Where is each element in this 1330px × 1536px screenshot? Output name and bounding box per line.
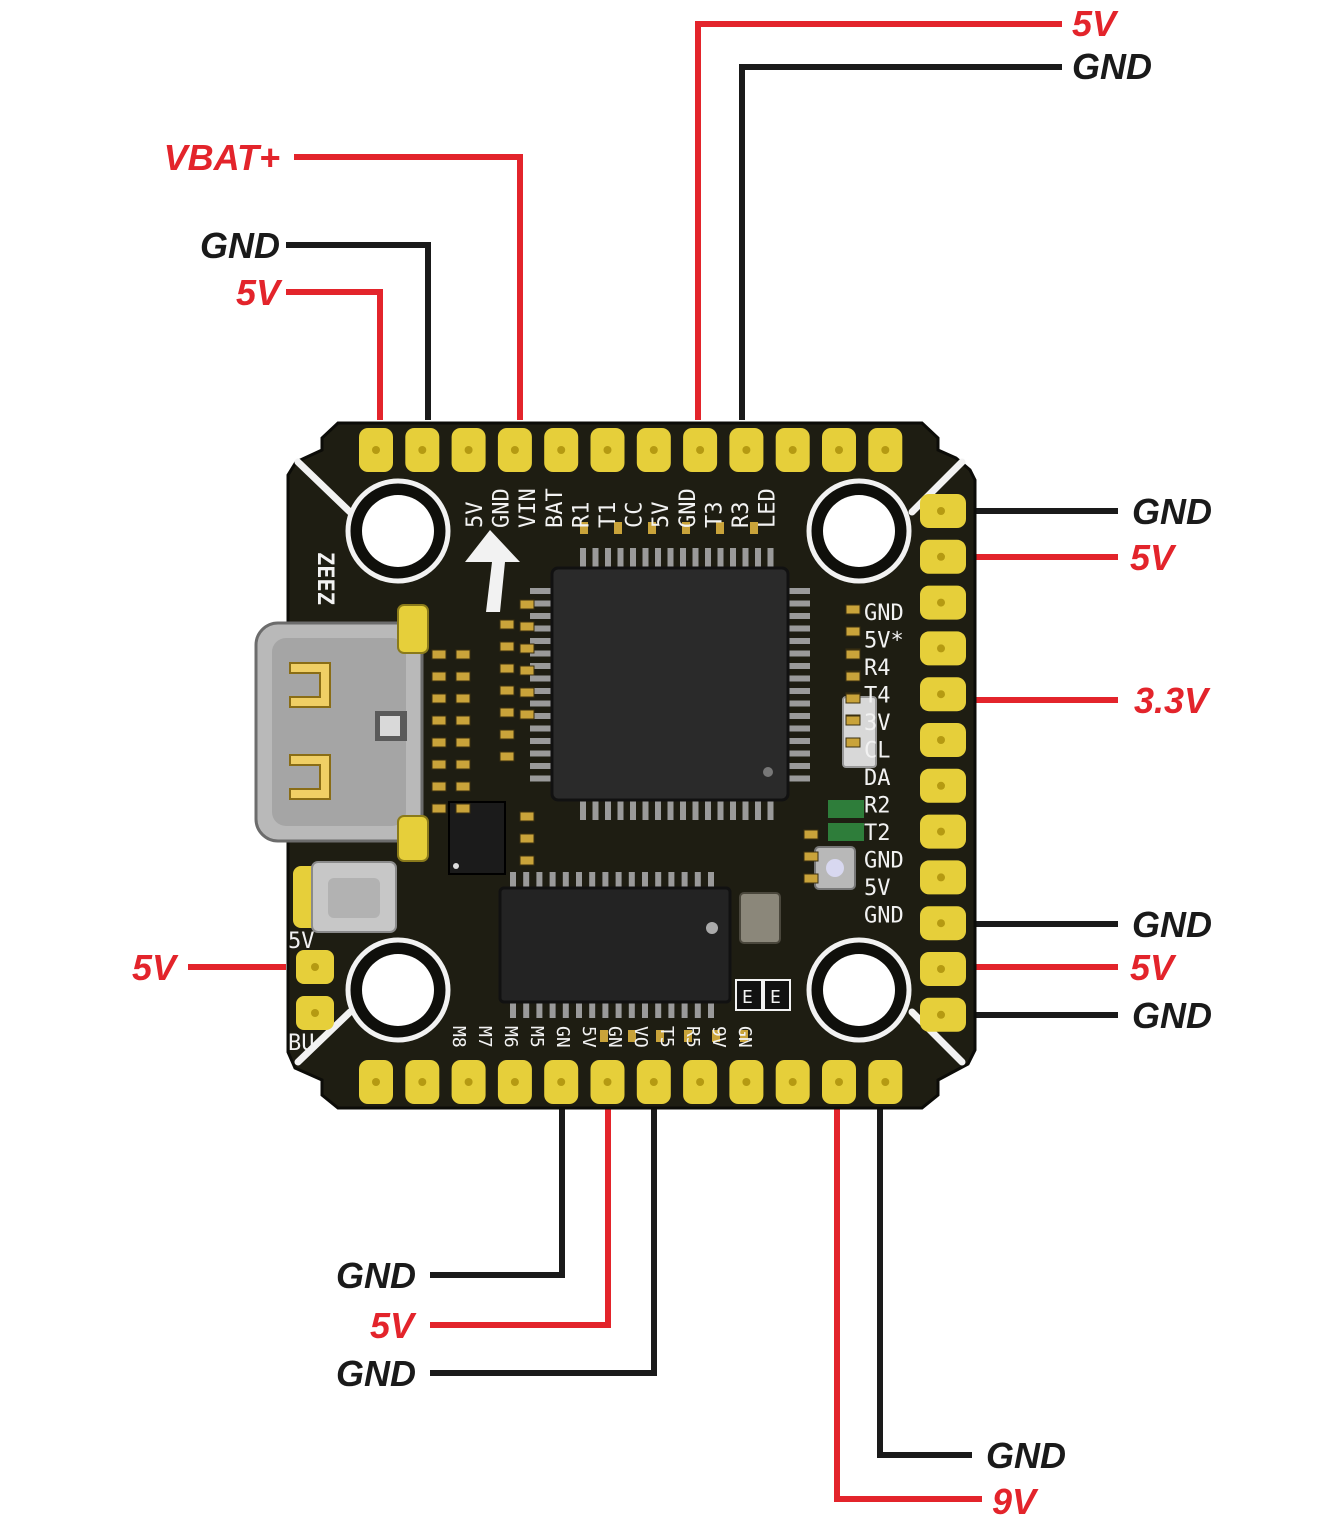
callout-right-gnd-2: GND: [1132, 904, 1212, 945]
silk-pad-label: GN: [604, 1026, 625, 1048]
jumper-e-1: [735, 979, 763, 1011]
pads-top: [359, 428, 903, 472]
brand-logo: ZEEZ: [312, 552, 337, 605]
silk-pad-label: GN: [734, 1026, 755, 1048]
silk-pad-label: T1: [596, 502, 621, 529]
arrow-icon: [465, 530, 520, 612]
callout-right-5v-2: 5V: [1130, 947, 1177, 988]
wire-bottom-5v: [430, 1105, 611, 1328]
led-green-2: [828, 823, 864, 841]
mount-hole: [806, 937, 912, 1043]
silk-pad-label: T5: [656, 1026, 677, 1048]
callout-bottom-gnd-2: GND: [336, 1353, 416, 1394]
silk-pad-label: M5: [526, 1026, 547, 1048]
callout-right-gnd-3: GND: [1132, 995, 1212, 1036]
usb-bracket: [397, 815, 429, 862]
pads-bottom: [359, 1060, 903, 1104]
silk-pad-label: T3: [702, 502, 727, 529]
usb-bracket: [397, 604, 429, 654]
silk-pad-label: R2: [864, 794, 891, 819]
pads-left: [296, 950, 334, 1030]
silk-pad-label: VO: [630, 1026, 651, 1048]
silk-pad-label: LED: [756, 488, 781, 528]
pads-right: [920, 494, 966, 1032]
silk-pad-label: 5V*: [864, 629, 904, 654]
silk-pad-label: M6: [500, 1026, 521, 1048]
callout-vtx-gnd: GND: [986, 1435, 1066, 1476]
silk-pad-label: 9V: [708, 1026, 729, 1048]
mount-hole: [345, 937, 451, 1043]
silk-pad-label: CC: [623, 502, 648, 529]
led-green-1: [828, 800, 864, 818]
callout-right-5v-1: 5V: [1130, 537, 1177, 578]
callout-buzzer-5v: 5V: [132, 947, 179, 988]
silk-pad-label: GND: [864, 601, 904, 626]
silk-pad-label: BAT: [543, 488, 568, 528]
silk-pad-label: 5V: [463, 502, 488, 529]
usb-c-port: [254, 621, 424, 843]
jumper-label: E: [742, 987, 753, 1008]
silk-pad-label: GND: [864, 904, 904, 929]
boot-button: [293, 861, 397, 933]
osd-chip: [498, 872, 732, 1018]
silk-pad-label: R4: [864, 656, 891, 681]
mcu-chip: [530, 548, 810, 820]
wire-bottom-gnd-2: [430, 1105, 657, 1376]
silk-pad-label: VIN: [516, 488, 541, 528]
silk-pad-label: M7: [474, 1026, 495, 1048]
silk-label-bu: BU: [288, 1031, 315, 1056]
wire-top-gnd: [739, 64, 1062, 420]
smd-components: [431, 522, 861, 1042]
callout-top-gnd: GND: [1072, 46, 1152, 87]
silk-pad-label: T2: [864, 821, 891, 846]
silk-pad-label: GND: [864, 849, 904, 874]
silk-pad-label: GND: [490, 488, 515, 528]
silk-pad-label: GND: [676, 488, 701, 528]
mount-hole: [345, 478, 451, 584]
callout-left-gnd: GND: [200, 225, 280, 266]
wire-left-5v: [286, 289, 383, 420]
callout-right-33v: 3.3V: [1134, 680, 1211, 721]
silk-pad-label: 5V: [649, 502, 674, 529]
silk-pad-label: GN: [552, 1026, 573, 1048]
wire-vtx-9v: [834, 1105, 982, 1502]
callout-vbat: VBAT+: [164, 137, 280, 178]
silk-pad-label: T4: [864, 684, 891, 709]
jumper-label: E: [770, 987, 781, 1008]
crystal: [739, 892, 781, 944]
silk-pad-label: R3: [729, 502, 754, 529]
regulator-chip: [448, 801, 506, 875]
silk-pad-label: R5: [682, 1026, 703, 1048]
callout-labels: 5V GND VBAT+ GND 5V GND 5V 3.3V GND 5V G…: [132, 3, 1212, 1522]
wire-top-5v: [695, 21, 1062, 420]
silk-label-5v: 5V: [288, 929, 315, 954]
silk-pad-label: 3V: [864, 711, 891, 736]
silk-pad-label: DA: [864, 766, 891, 791]
wire-vtx-gnd: [877, 1105, 972, 1458]
callout-left-5v: 5V: [236, 272, 283, 313]
jumper-e-2: [763, 979, 791, 1011]
silk-pad-label: R1: [569, 502, 594, 529]
callout-vtx-9v: 9V: [992, 1481, 1039, 1522]
silk-pad-label: 5V: [578, 1026, 599, 1048]
wires: [188, 21, 1118, 1502]
callout-right-gnd-1: GND: [1132, 491, 1212, 532]
wire-left-gnd: [286, 242, 431, 420]
callout-top-5v: 5V: [1072, 3, 1119, 44]
callout-bottom-5v: 5V: [370, 1305, 417, 1346]
silk-pad-label: 5V: [864, 876, 891, 901]
wire-vbat: [294, 154, 523, 420]
silk-pad-label: CL: [864, 739, 891, 764]
mounting-holes: [345, 478, 912, 1043]
mount-hole: [806, 478, 912, 584]
wire-bottom-gnd-1: [430, 1105, 565, 1278]
silk-pad-label: M8: [448, 1026, 469, 1048]
callout-bottom-gnd-1: GND: [336, 1255, 416, 1296]
